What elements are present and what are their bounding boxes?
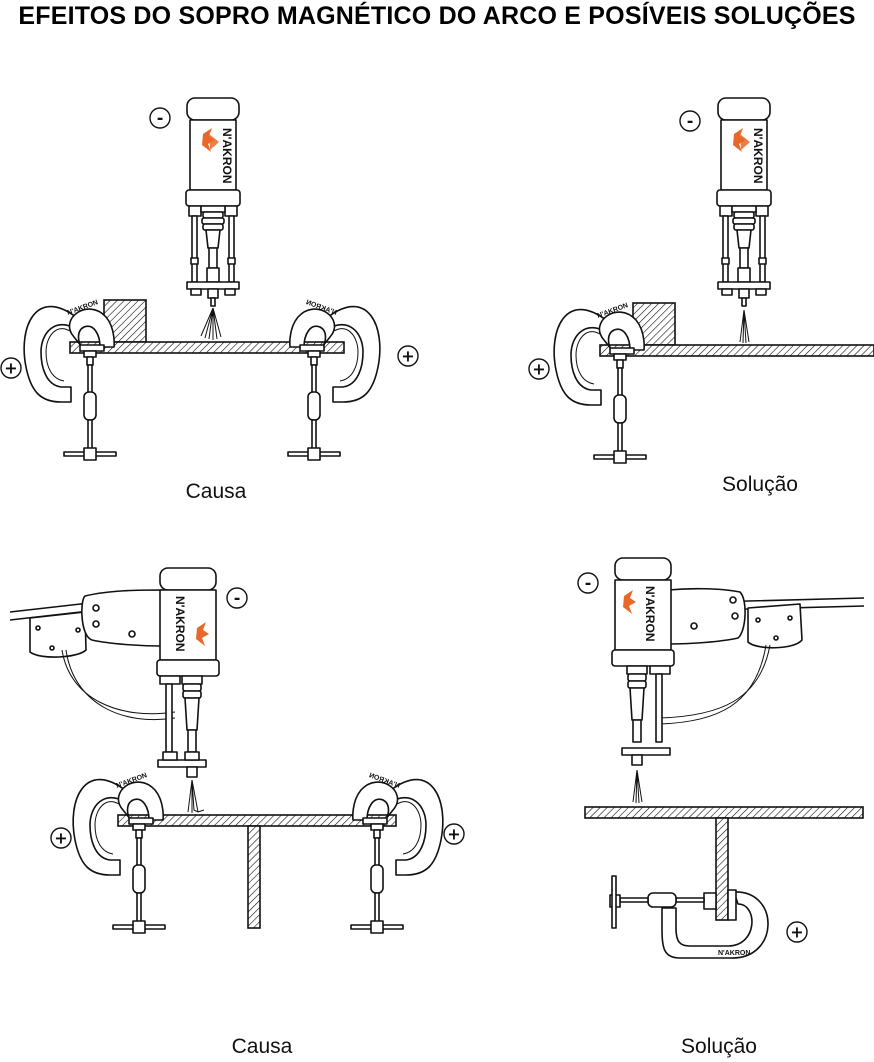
- negative-terminal: [226, 587, 248, 609]
- panel-2-caption: Solução: [722, 473, 798, 496]
- positive-terminal-left: [0, 357, 22, 379]
- t-beam-web: [715, 817, 729, 921]
- c-clamp-horizontal: N'AKRON: [609, 875, 769, 959]
- arc-straight: [739, 309, 750, 344]
- positive-terminal: [786, 921, 808, 943]
- ground-cable: [659, 644, 771, 719]
- panel-1-caption: Causa: [186, 480, 247, 503]
- panel-1-cause: Causa: [0, 97, 419, 503]
- gun-handle: [81, 589, 163, 647]
- clamp-brand-label: N'AKRON: [718, 950, 750, 957]
- stud-gun: [185, 97, 241, 307]
- c-clamp-left: [23, 298, 117, 461]
- gun-brand-label: N'AKRON: [173, 596, 187, 652]
- cable-connector: [747, 603, 803, 649]
- gun-handle: [667, 587, 746, 645]
- t-beam-web: [247, 825, 261, 929]
- c-clamp-right: [350, 771, 444, 934]
- negative-terminal: [679, 110, 701, 132]
- stud-gun: [716, 97, 772, 307]
- c-clamp-left: [72, 771, 166, 934]
- gun-brand-label: N'AKRON: [643, 586, 657, 642]
- panel-3-caption: Causa: [232, 1035, 293, 1058]
- t-beam-flange: [584, 806, 864, 819]
- cable-connector: [29, 611, 87, 658]
- workpiece-plate: [599, 344, 874, 357]
- negative-terminal: [149, 107, 171, 129]
- panel-4-caption: Solução: [681, 1035, 757, 1058]
- positive-terminal-right: [397, 345, 419, 367]
- arc-straight: [632, 769, 643, 804]
- page-title: EFEITOS DO SOPRO MAGNÉTICO DO ARCO E POS…: [18, 2, 856, 30]
- positive-terminal-left: [50, 827, 72, 849]
- panel-2-solution: Solução: [528, 97, 874, 496]
- negative-terminal: [577, 572, 599, 594]
- workpiece-plate: [69, 341, 345, 354]
- panel-4-solution: N'AKRON N'AKRON Solução: [577, 557, 865, 1058]
- panel-3-cause: N'AKRON Causa: [9, 567, 465, 1058]
- c-clamp-right: [287, 298, 381, 461]
- arc-spray: [191, 779, 205, 813]
- c-clamp: [553, 301, 647, 464]
- positive-terminal: [528, 358, 550, 380]
- ground-cable: [61, 649, 176, 715]
- positive-terminal-right: [443, 823, 465, 845]
- arc-spray: [200, 307, 222, 341]
